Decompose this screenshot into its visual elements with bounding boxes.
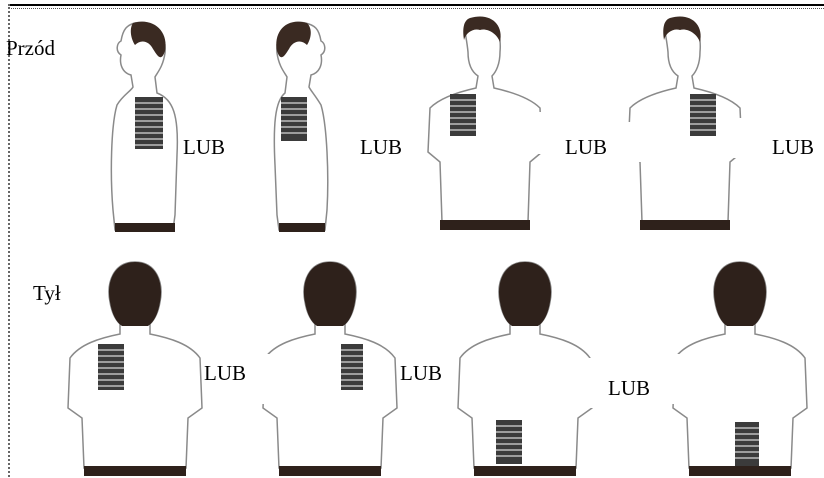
electrode-pad [135, 97, 163, 149]
electrode-pad [341, 344, 363, 390]
electrode-pad [450, 94, 476, 136]
electrode-pad [735, 422, 759, 466]
or-label-front-4: LUB [772, 137, 814, 158]
electrode-pad [281, 97, 307, 141]
or-label-front-1: LUB [183, 137, 225, 158]
front-torso-figure-2 [620, 12, 750, 234]
top-dotted-rule [8, 8, 824, 9]
electrode-pad [690, 94, 716, 136]
or-label-back-3: LUB [608, 378, 650, 399]
left-dotted-rule [8, 4, 10, 477]
back-figure-1 [60, 258, 210, 478]
front-side-figure-1 [95, 15, 185, 235]
top-rule [8, 4, 824, 6]
back-figure-3 [450, 258, 600, 478]
front-side-figure-2 [265, 15, 335, 235]
electrode-pad [98, 344, 124, 390]
back-figure-4 [665, 258, 815, 478]
back-figure-2 [255, 258, 405, 478]
or-label-back-1: LUB [204, 363, 246, 384]
electrode-pad [496, 420, 522, 464]
or-label-front-3: LUB [565, 137, 607, 158]
front-section-label: Przód [6, 38, 55, 59]
or-label-back-2: LUB [400, 363, 442, 384]
or-label-front-2: LUB [360, 137, 402, 158]
back-section-label: Tył [33, 283, 61, 304]
front-torso-figure-1 [420, 12, 550, 234]
